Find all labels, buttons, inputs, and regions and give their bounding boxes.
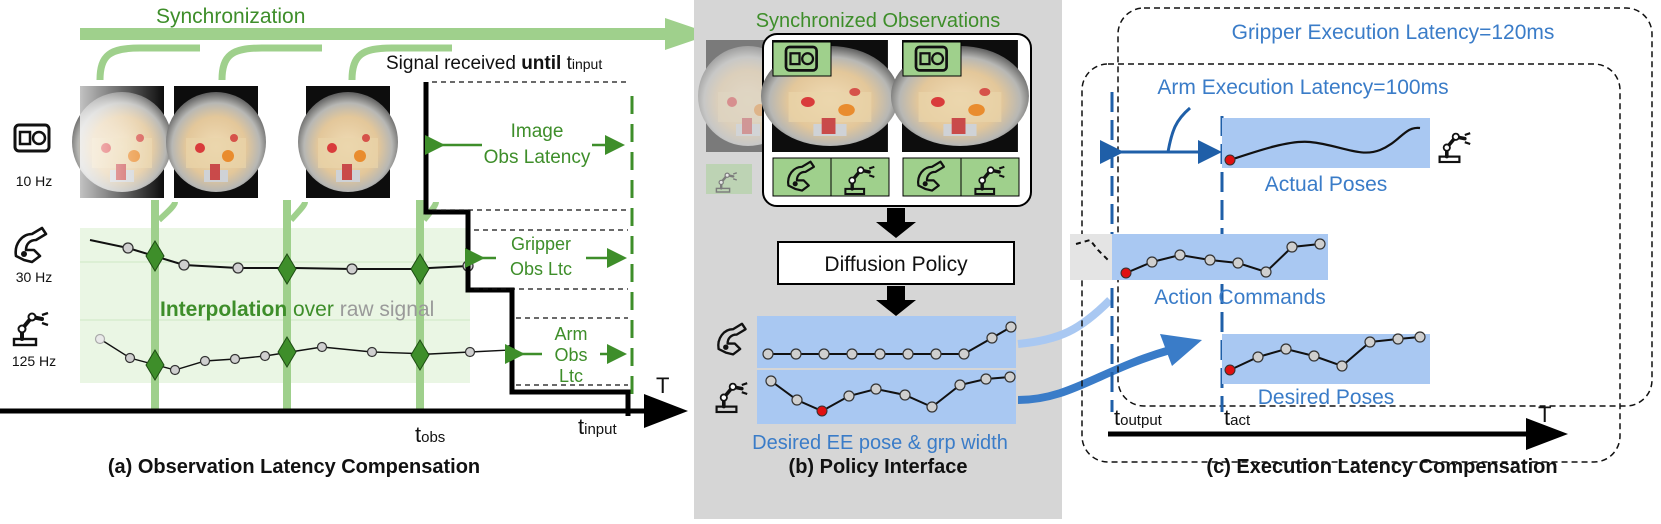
arm-latency-line3: Ltc <box>559 366 583 386</box>
arm-icon <box>12 311 50 347</box>
axis-label-a: T <box>656 373 669 398</box>
desired-ee-label: Desired EE pose & grp width <box>752 432 1008 454</box>
arm-latency-line1: Arm <box>555 324 588 344</box>
gripper-exec-box <box>1117 7 1653 407</box>
interpolation-label: Interpolation over raw signal <box>160 298 434 321</box>
actual-arm-icon <box>1437 131 1472 164</box>
sync-obs-label: Synchronized Observations <box>756 10 1001 32</box>
signal-boundary <box>423 82 631 416</box>
t-input-label: tinput <box>578 414 617 439</box>
caption-c: (c) Execution Latency Compensation <box>1206 456 1557 478</box>
panel-c: Gripper Execution Latency=120ms Arm Exec… <box>1070 7 1653 478</box>
gripper-latency-line2: Obs Ltc <box>510 259 572 279</box>
panel-a: Synchronization 10 Hz 30 Hz 125 Hz <box>0 5 712 478</box>
gripper-exec-label: Gripper Execution Latency=120ms <box>1232 21 1555 44</box>
action-commands-band <box>1112 234 1328 280</box>
axis-label-c: T <box>1538 402 1551 427</box>
t-act-label: tact <box>1224 405 1251 430</box>
actual-poses-band <box>1222 118 1430 168</box>
synchronization-label: Synchronization <box>156 5 305 28</box>
diffusion-policy-box <box>777 241 1015 285</box>
diffusion-policy-label: Diffusion Policy <box>824 253 968 276</box>
obs-1 <box>760 40 899 197</box>
gripper-signal <box>89 239 469 270</box>
gripper-icon <box>14 226 48 264</box>
gripper-latency-line1: Gripper <box>511 234 571 254</box>
arm-rate: 125 Hz <box>12 353 56 369</box>
image-latency-line2: Obs Latency <box>484 147 591 168</box>
signal-received-label: Signal received until tinput <box>386 53 602 74</box>
t-output-label: toutput <box>1114 405 1163 430</box>
camera-icon <box>13 123 51 153</box>
arm-to-desired-arrow <box>1017 346 1172 404</box>
t-obs-label: tobs <box>415 422 445 447</box>
caption-a: (a) Observation Latency Compensation <box>108 456 480 478</box>
camera-rate: 10 Hz <box>16 173 53 189</box>
gripper-rate: 30 Hz <box>16 269 53 285</box>
obs-2 <box>890 40 1029 197</box>
gripper-to-commands-arrow <box>1017 297 1113 348</box>
gripper-output-band <box>757 316 1016 368</box>
arm-exec-label: Arm Execution Latency=100ms <box>1157 76 1448 99</box>
arm-latency-line2: Obs <box>554 345 587 365</box>
caption-b: (b) Policy Interface <box>789 456 968 478</box>
actual-poses-label: Actual Poses <box>1265 173 1388 196</box>
image-latency-line1: Image <box>511 121 564 142</box>
panel-b: Synchronized Observations <box>694 0 1062 519</box>
camera-frame-3 <box>298 86 398 198</box>
action-commands-label: Action Commands <box>1154 286 1326 309</box>
desired-poses-label: Desired Poses <box>1258 386 1395 409</box>
camera-frame-2 <box>166 86 266 198</box>
